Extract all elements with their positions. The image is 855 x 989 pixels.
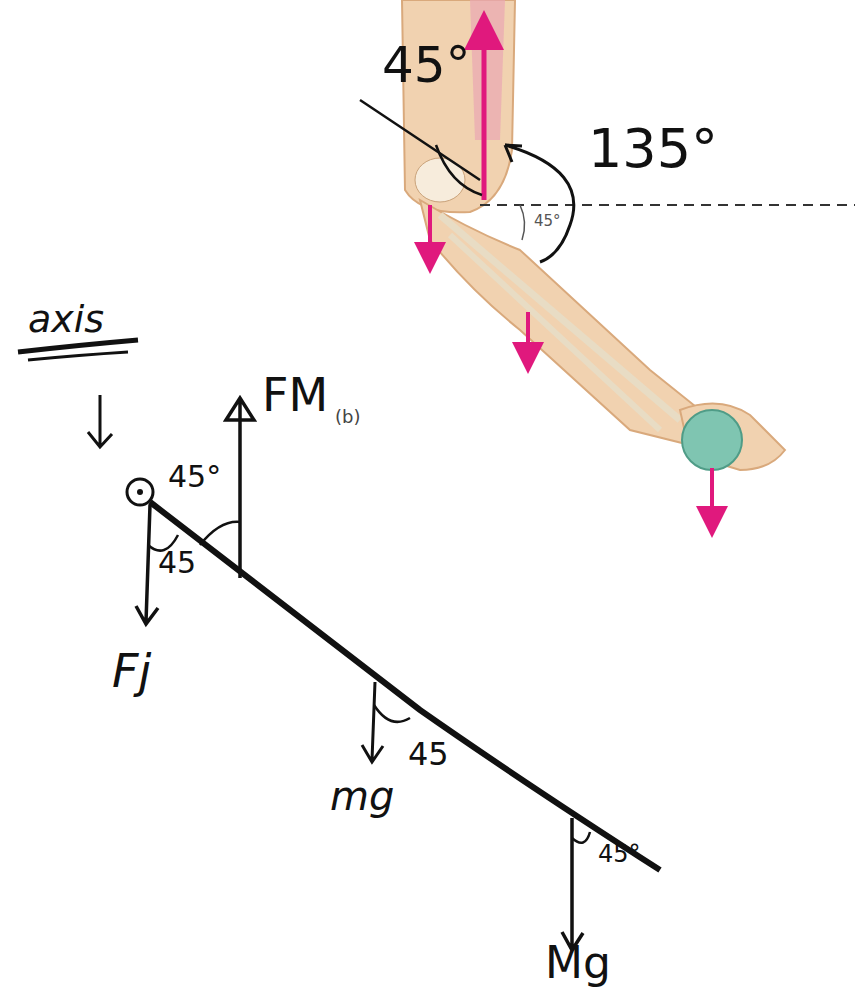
forearm [420,200,700,445]
pointer-arrow [88,395,112,447]
angle-label: 45 [408,738,449,770]
forearm-bone [450,235,660,430]
angle-label: 45° [382,40,471,90]
force-label: Fj [112,648,151,694]
reference-line [360,100,480,180]
underline [28,352,128,360]
force-label: Mg [545,941,611,985]
angle-arc [374,705,410,722]
angle-arc [505,145,574,262]
axis-label: axis [28,300,104,338]
ball [682,410,742,470]
force-arrow [136,505,158,624]
angle-label: 45 [158,548,196,578]
force-label: mg [330,776,394,816]
angle-arc [520,205,525,240]
underline [18,340,138,352]
angle-label: 45° [168,462,221,492]
force-arrow [428,205,432,258]
forearm-bar [150,502,660,870]
angle-label: 135° [588,122,718,176]
angle-label: 45° [598,842,641,866]
force-arrow [226,398,254,578]
angle-arc [572,832,590,843]
figure-label: (b) [335,408,360,426]
force-label: FM [262,372,328,418]
angle-arc [200,522,240,545]
pivot-dot [137,489,143,495]
angle-label: 45° [534,214,561,229]
force-arrow [482,30,487,200]
force-arrow [526,312,530,358]
dashed-line [480,204,855,206]
biceps [470,0,505,140]
force-arrow [710,468,714,522]
force-arrow [362,682,383,762]
hand [680,404,785,470]
upper-arm [402,0,515,212]
angle-arc [436,145,482,195]
pivot-axis [127,479,153,505]
arrowhead [505,145,522,162]
